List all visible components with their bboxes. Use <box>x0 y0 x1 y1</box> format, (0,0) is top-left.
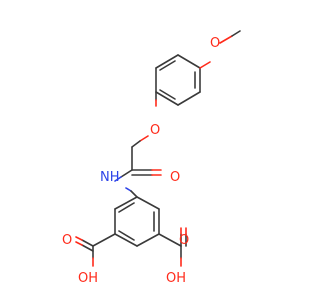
ring-bond <box>155 54 179 69</box>
ring-bond <box>114 233 138 247</box>
ether-ch2-bond <box>139 135 149 142</box>
ring-bond <box>136 196 160 210</box>
ring-bond <box>177 91 201 106</box>
nitrogen-ring-bond <box>130 190 138 198</box>
ring-bond <box>155 91 179 106</box>
ring-double-bond-inner <box>118 230 135 241</box>
amide-nitrogen-label: NH <box>100 170 120 185</box>
carbonyl-nitrogen-bond <box>120 169 133 178</box>
left-acid-carbonyl-oxygen-label: O <box>62 233 72 248</box>
right-acid-bond <box>158 233 182 247</box>
structure-diagram: O O O NH <box>62 30 241 286</box>
amide-oxygen-label: O <box>170 170 180 185</box>
left-acid-bond <box>92 233 116 247</box>
methoxyphenyl-ring <box>155 54 201 106</box>
methyl-bond <box>219 35 233 44</box>
left-acid-carbonyl-bond-o <box>75 236 83 241</box>
benzene-dicarboxylic-ring <box>114 196 160 247</box>
carbonyl-nitrogen-bond-n <box>114 176 122 182</box>
left-acid-carbonyl-double-bond-o <box>75 241 83 246</box>
left-acid-carbonyl-bond <box>81 239 94 247</box>
nitrogen-ring-bond-n <box>125 187 132 192</box>
molecule-canvas: O O O NH <box>62 30 241 286</box>
left-acid-carbonyl-double-bond <box>81 244 94 252</box>
methyl-bond-end <box>231 30 241 37</box>
ether-oxygen-label: O <box>150 123 160 138</box>
right-acid-hydroxyl-label: OH <box>166 271 186 286</box>
ring-bond <box>136 233 160 247</box>
ring-double-bond-inner <box>118 202 135 213</box>
right-acid-carbonyl-oxygen-label: O <box>179 233 189 248</box>
ring-double-bond-inner <box>159 89 176 100</box>
left-acid-hydroxyl-label: OH <box>78 271 98 286</box>
ring-bond <box>177 54 201 69</box>
ring-double-bond-inner <box>159 60 176 71</box>
ether-ch2-bond-c <box>131 140 141 148</box>
methoxy-oxygen-label: O <box>210 36 220 51</box>
ring-bond <box>114 196 138 210</box>
methoxy-bond <box>199 61 211 69</box>
